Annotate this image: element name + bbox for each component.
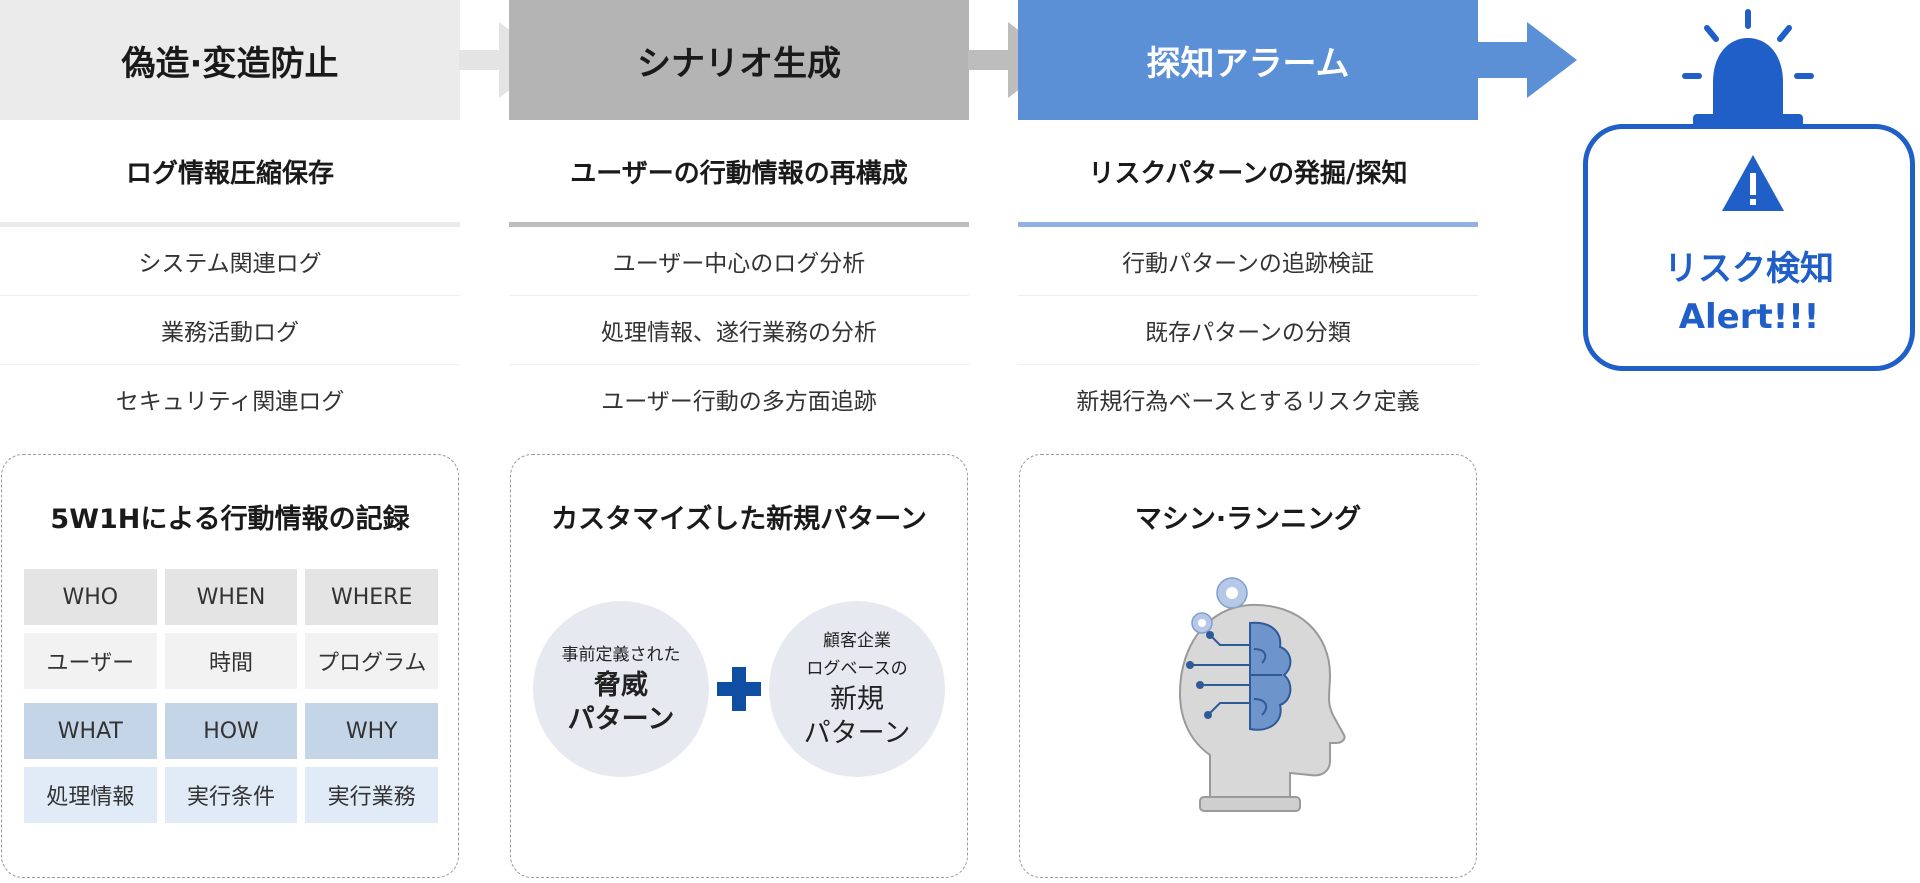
box-title: カスタマイズした新規パターン [551, 504, 927, 535]
list-item: 処理情報、遂行業務の分析 [509, 296, 969, 365]
circle-small-text: ログベースの [806, 659, 908, 679]
circle-big-text: パターン [803, 718, 911, 749]
grid-header-who: WHO [24, 569, 157, 625]
box-title: 5W1Hによる行動情報の記録 [50, 504, 410, 535]
item-list: 行動パターンの追跡検証 既存パターンの分類 新規行為ベースとするリスク定義 [1018, 227, 1478, 433]
circle-big-text: 新規 [830, 684, 884, 715]
grid-value-what: 処理情報 [24, 767, 157, 823]
list-item: システム関連ログ [0, 227, 460, 296]
box-title: マシン·ランニング [1134, 504, 1362, 535]
grid-header-why: WHY [305, 703, 439, 759]
column-forgery-prevention: 偽造·変造防止 ログ情報圧縮保存 システム関連ログ 業務活動ログ セキュリティ関… [0, 0, 460, 433]
grid-header-what: WHAT [24, 703, 157, 759]
grid-header-where: WHERE [305, 569, 439, 625]
arrow-right-icon [968, 22, 1058, 98]
column-title: 探知アラーム [1018, 0, 1478, 120]
warning-icon [1722, 155, 1784, 211]
list-item: 行動パターンの追跡検証 [1018, 227, 1478, 296]
column-title: シナリオ生成 [509, 0, 969, 120]
plus-icon [717, 667, 761, 711]
list-item: ユーザー中心のログ分析 [509, 227, 969, 296]
circle-small-text: 顧客企業 [823, 631, 891, 651]
circle-small-text: 事前定義された [561, 645, 681, 665]
column-subtitle: リスクパターンの発掘/探知 [1018, 120, 1478, 227]
list-item: ユーザー行動の多方面追跡 [601, 389, 877, 415]
alert-box: リスク検知 Alert!!! [1583, 124, 1915, 371]
item-list: ユーザー中心のログ分析 処理情報、遂行業務の分析 ユーザー行動の多方面追跡 [509, 227, 969, 433]
list-item: 既存パターンの分類 [1018, 296, 1478, 365]
arrow-right-icon [459, 22, 549, 98]
circle-big-text: 脅威 [594, 670, 648, 701]
box-5w1h: 5W1Hによる行動情報の記録 WHO WHEN WHERE ユーザー 時間 プロ… [1, 454, 459, 878]
column-subtitle: ログ情報圧縮保存 [0, 120, 460, 227]
grid-value-how: 実行条件 [164, 767, 298, 823]
column-scenario-generation: シナリオ生成 ユーザーの行動情報の再構成 ユーザー中心のログ分析 処理情報、遂行… [509, 0, 969, 433]
alert-subtitle: Alert!!! [1678, 297, 1820, 337]
circle-threat-pattern: 事前定義された 脅威 パターン [533, 601, 709, 777]
alert-title: リスク検知 [1664, 249, 1834, 289]
list-item: 業務活動ログ [0, 296, 460, 365]
arrow-right-icon [1477, 22, 1577, 98]
grid-header-when: WHEN [164, 569, 298, 625]
list-item: セキュリティ関連ログ [115, 389, 345, 415]
ai-head-icon [1178, 577, 1346, 812]
siren-icon [1682, 9, 1814, 128]
grid-value-where: プログラム [305, 633, 439, 689]
circle-big-text: パターン [567, 704, 675, 735]
grid-value-why: 実行業務 [305, 767, 439, 823]
5w1h-grid: WHO WHEN WHERE ユーザー 時間 プログラム WHAT HOW WH… [24, 569, 439, 831]
column-title: 偽造·変造防止 [0, 0, 460, 120]
box-machine-learning: マシン·ランニング [1019, 454, 1477, 878]
grid-header-how: HOW [164, 703, 298, 759]
grid-value-when: 時間 [164, 633, 298, 689]
circle-new-pattern: 顧客企業 ログベースの 新規 パターン [769, 601, 945, 777]
grid-value-who: ユーザー [24, 633, 157, 689]
box-custom-pattern: カスタマイズした新規パターン 事前定義された 脅威 パターン 顧客企業 ログベー… [510, 454, 968, 878]
column-detection-alarm: 探知アラーム リスクパターンの発掘/探知 行動パターンの追跡検証 既存パターンの… [1018, 0, 1478, 433]
column-subtitle: ユーザーの行動情報の再構成 [509, 120, 969, 227]
list-item: 新規行為ベースとするリスク定義 [1076, 389, 1420, 415]
item-list: システム関連ログ 業務活動ログ セキュリティ関連ログ [0, 227, 460, 433]
